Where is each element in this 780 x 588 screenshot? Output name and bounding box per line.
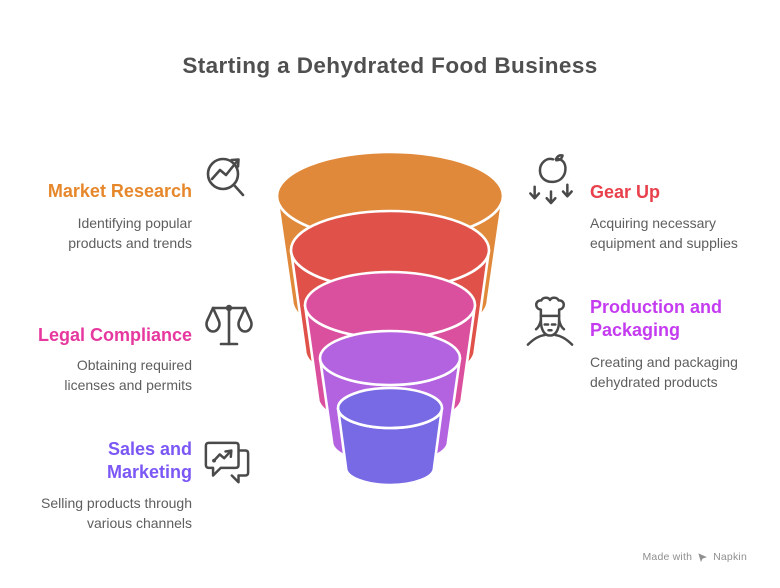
funnel-stage-5 <box>336 386 444 487</box>
fruit-drying-icon <box>526 152 576 206</box>
funnel-diagram <box>270 150 510 500</box>
napkin-brand-label: Napkin <box>713 551 747 563</box>
napkin-logo-icon <box>698 552 708 562</box>
page-title: Starting a Dehydrated Food Business <box>182 53 598 78</box>
legal-compliance-heading: Legal Compliance <box>37 325 192 345</box>
chat-trend-icon <box>203 438 251 490</box>
sales-marketing-description: Selling products through various channel… <box>41 495 192 531</box>
footer-attribution: Made with Napkin <box>642 551 747 563</box>
production-packaging-description: Creating and packaging dehydrated produc… <box>590 354 738 390</box>
made-with-label: Made with <box>642 551 693 563</box>
gear-up-description: Acquiring necessary equipment and suppli… <box>590 215 738 251</box>
chef-icon <box>525 296 575 352</box>
production-packaging-heading: Production and Packaging <box>590 297 722 340</box>
gear-up-heading: Gear Up <box>590 182 661 202</box>
scales-icon <box>205 300 253 350</box>
legal-compliance-description: Obtaining required licenses and permits <box>64 357 192 393</box>
market-research-description: Identifying popular products and trends <box>68 215 192 251</box>
magnifier-trend-icon <box>202 149 254 205</box>
sales-marketing-heading: Sales and Marketing <box>106 439 192 482</box>
market-research-heading: Market Research <box>47 181 192 201</box>
